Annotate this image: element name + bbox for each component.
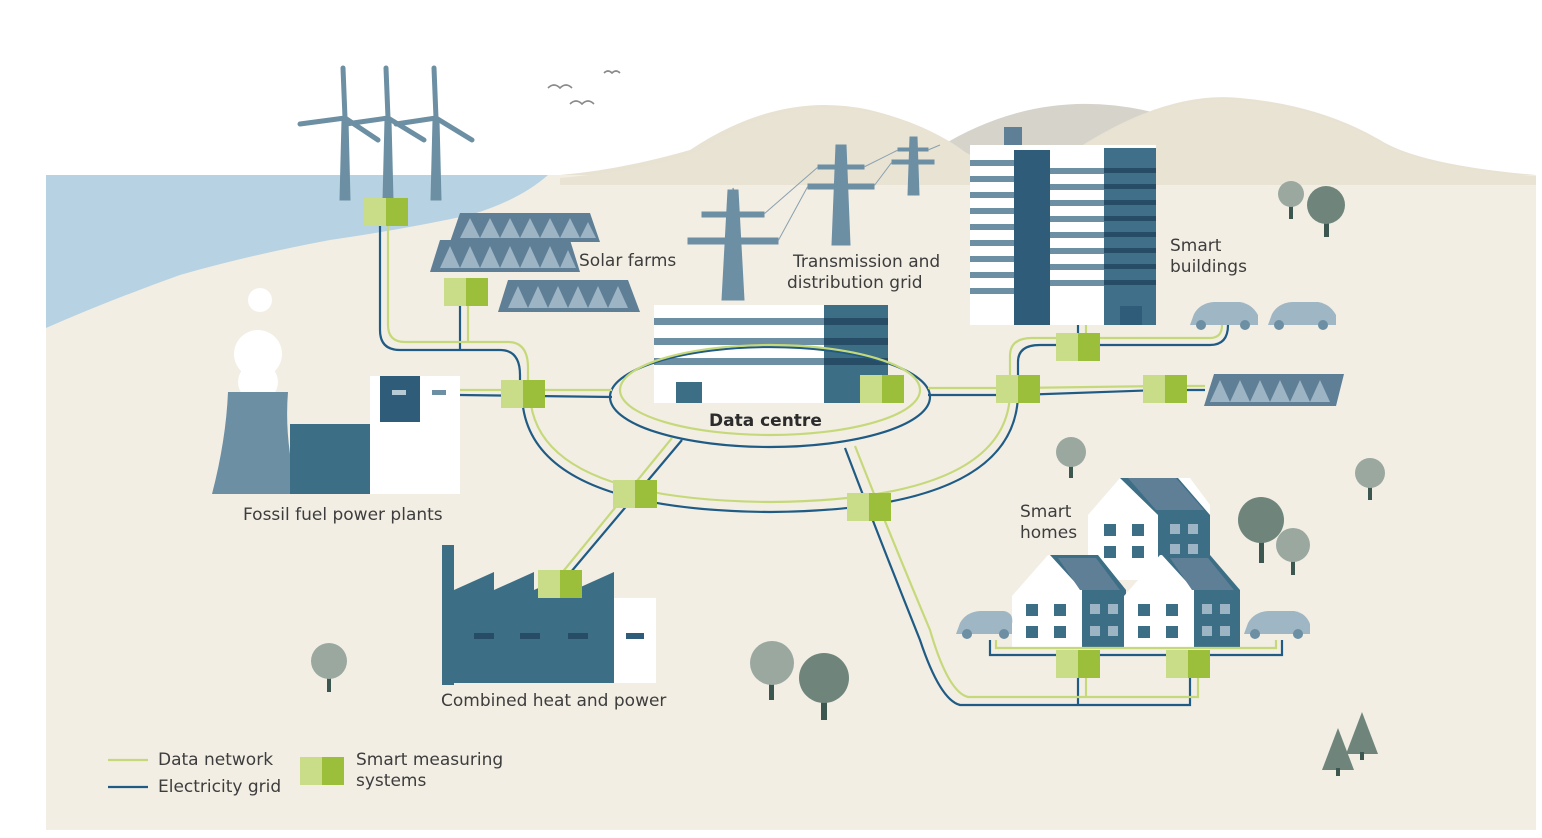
wind-turbine-icon — [297, 65, 475, 201]
smart-building-icon — [970, 127, 1156, 325]
label-data-centre: Data centre — [709, 411, 822, 431]
label-transmission-line2: distribution grid — [787, 273, 923, 293]
legend-smart-measuring-line1: Smart measuring — [356, 750, 504, 770]
fossil-fuel-plant-icon — [212, 288, 460, 494]
smart-homes-icon — [1012, 478, 1240, 648]
legend — [108, 757, 344, 789]
label-fossil-fuel-plants: Fossil fuel power plants — [243, 505, 443, 525]
legend-electricity-grid-label: Electricity grid — [158, 777, 282, 797]
label-transmission-line1: Transmission and — [793, 252, 941, 272]
legend-data-network-label: Data network — [158, 750, 274, 770]
label-smart-buildings-line2: buildings — [1170, 257, 1247, 277]
label-smart-homes-line2: homes — [1020, 523, 1078, 543]
label-smart-buildings-line1: Smart — [1170, 236, 1222, 256]
legend-smart-meter-swatch — [300, 757, 322, 785]
car-icon — [1190, 302, 1336, 330]
smart-meter-icon — [364, 198, 1210, 678]
solar-panel-row-icon — [1204, 374, 1344, 406]
legend-smart-measuring-line2: systems — [356, 771, 427, 791]
car-icon — [956, 611, 1310, 639]
sea — [46, 175, 548, 328]
label-combined-heat-power: Combined heat and power — [441, 691, 667, 711]
label-smart-homes-line1: Smart — [1020, 502, 1072, 522]
tree-icon — [311, 181, 1385, 776]
birds-icon — [547, 70, 621, 106]
solar-farm-icon — [430, 213, 640, 312]
label-solar-farms: Solar farms — [579, 251, 677, 271]
combined-heat-power-plant-icon — [442, 545, 656, 685]
power-pylon-icon — [687, 136, 941, 301]
